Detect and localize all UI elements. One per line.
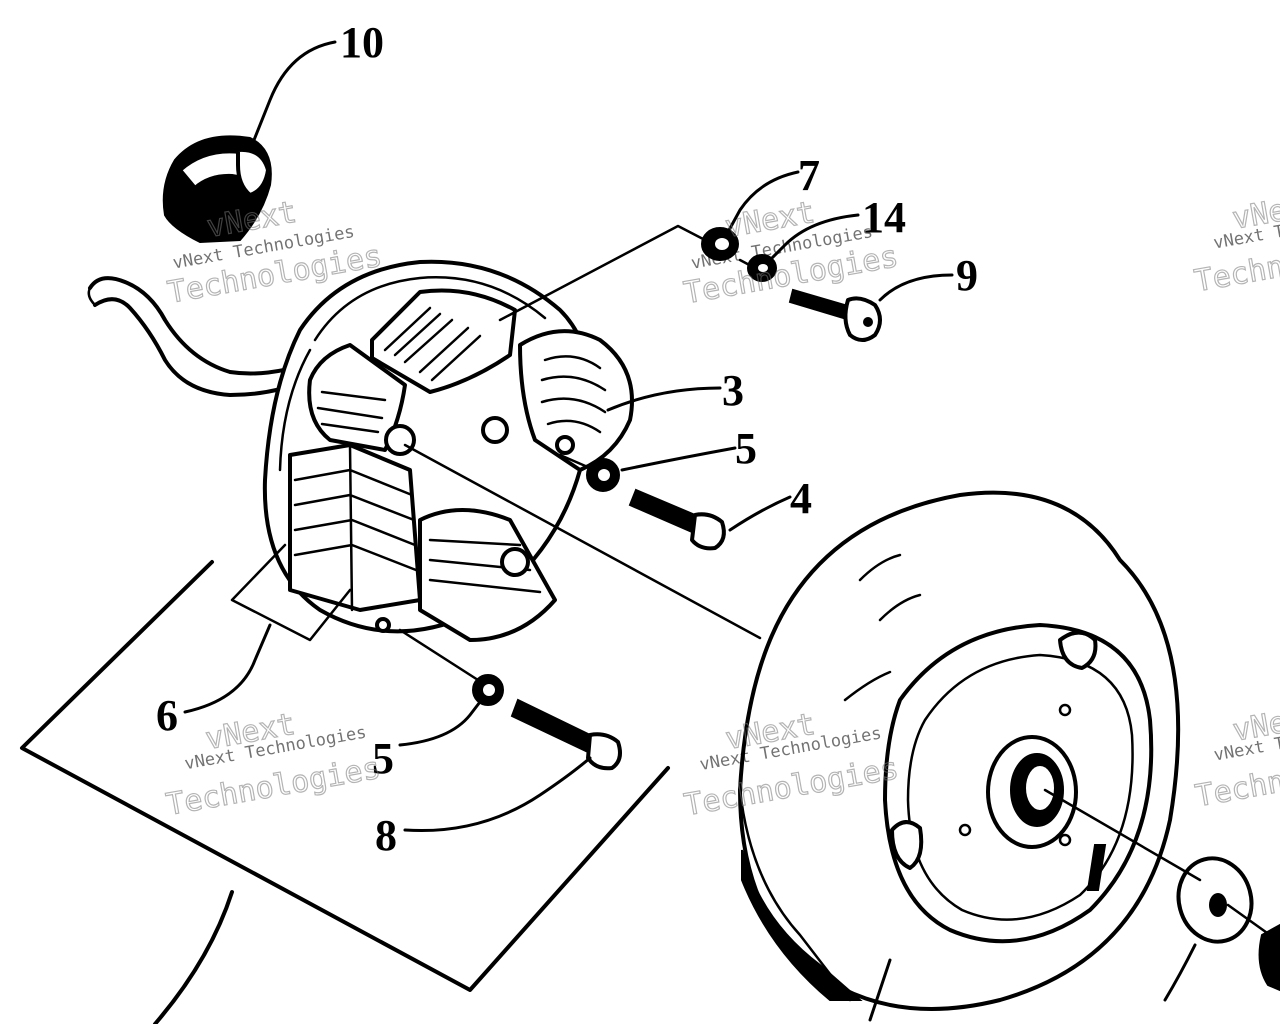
watermark-5: vNext vNext Technologies Technologies	[681, 706, 902, 823]
watermark-4: vNext vNext Technologies Technologies	[163, 706, 384, 823]
part-10-grommet	[162, 135, 272, 244]
callout-14: 14	[862, 193, 906, 242]
watermark-6: vNext vNext Technologies Technologies	[1192, 698, 1280, 815]
flywheel	[738, 490, 1181, 1011]
callout-3: 3	[722, 366, 744, 415]
stator-assembly	[262, 259, 634, 642]
frame-outline	[20, 543, 670, 1024]
callout-5b: 5	[372, 734, 394, 783]
callout-10: 10	[340, 18, 384, 67]
callout-5a: 5	[735, 424, 757, 473]
bolt-assembly-upper	[701, 227, 882, 342]
callout-7: 7	[798, 151, 820, 200]
callout-8: 8	[375, 811, 397, 860]
watermark-3: vNext vNext Technologies Technologies	[1191, 186, 1280, 300]
callout-9: 9	[956, 251, 978, 300]
bolt-assembly-middle	[586, 458, 726, 551]
leader-lines	[183, 40, 1197, 1022]
wire-harness	[87, 276, 320, 397]
callout-6: 6	[156, 691, 178, 740]
assembly-lines	[398, 224, 1272, 937]
callout-labels: 10 7 14 9 3 5 4 6 5 8	[156, 18, 978, 860]
bolt-assembly-lower	[472, 674, 622, 771]
callout-4: 4	[790, 474, 812, 523]
